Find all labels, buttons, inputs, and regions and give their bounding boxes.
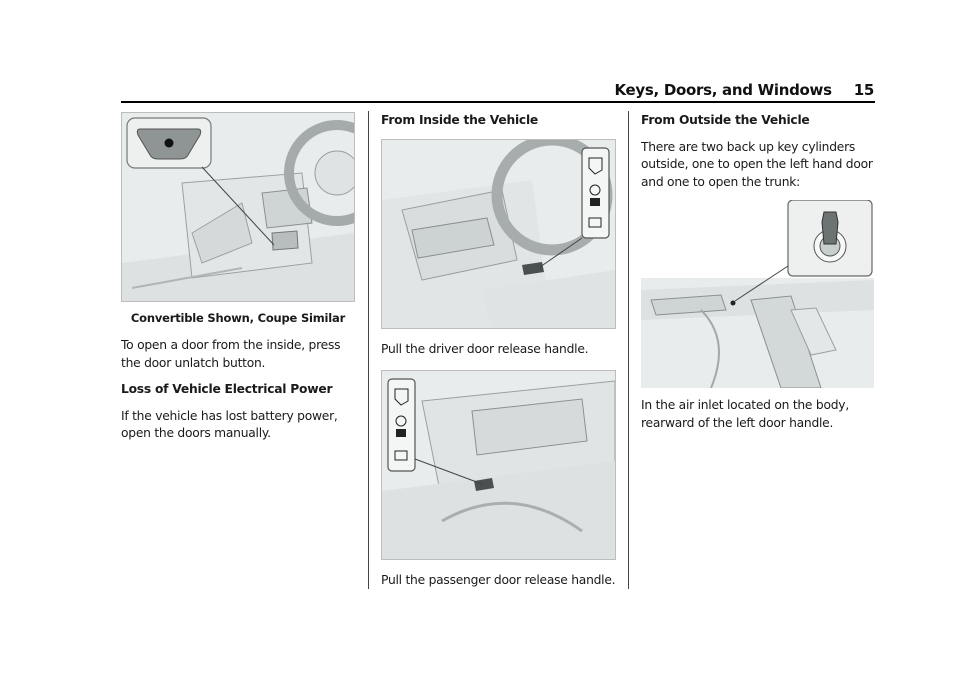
figure-caption: Convertible Shown, Coupe Similar	[130, 311, 346, 325]
column-2: From Inside the Vehicle Pull the driver …	[381, 112, 616, 590]
paragraph: If the vehicle has lost battery power, o…	[121, 408, 338, 441]
column-divider	[368, 111, 369, 589]
section-heading: From Inside the Vehicle	[381, 113, 539, 127]
paragraph: There are two back up key cylinders outs…	[641, 139, 873, 189]
paragraph: In the air inlet located on the body, re…	[641, 398, 849, 430]
door-unlatch-button-illustration	[121, 112, 355, 302]
passenger-door-release-illustration	[381, 370, 616, 560]
column-3: From Outside the Vehicle There are two b…	[641, 112, 875, 432]
section-heading: From Outside the Vehicle	[641, 113, 810, 127]
header-rule	[121, 101, 875, 103]
page-header: Keys, Doors, and Windows 15	[614, 81, 874, 99]
page-number: 15	[853, 81, 875, 99]
column-1: Convertible Shown, Coupe Similar To open…	[121, 112, 355, 443]
column-divider	[628, 111, 629, 589]
paragraph: To open a door from the inside, press th…	[121, 338, 341, 370]
paragraph: Pull the driver door release handle.	[381, 341, 589, 356]
section-title: Keys, Doors, and Windows	[614, 81, 832, 99]
key-cylinder-illustration	[641, 200, 874, 388]
section-heading: Loss of Vehicle Electrical Power	[121, 382, 333, 396]
driver-door-release-illustration	[381, 138, 616, 329]
paragraph: Pull the passenger door release handle.	[381, 573, 616, 587]
